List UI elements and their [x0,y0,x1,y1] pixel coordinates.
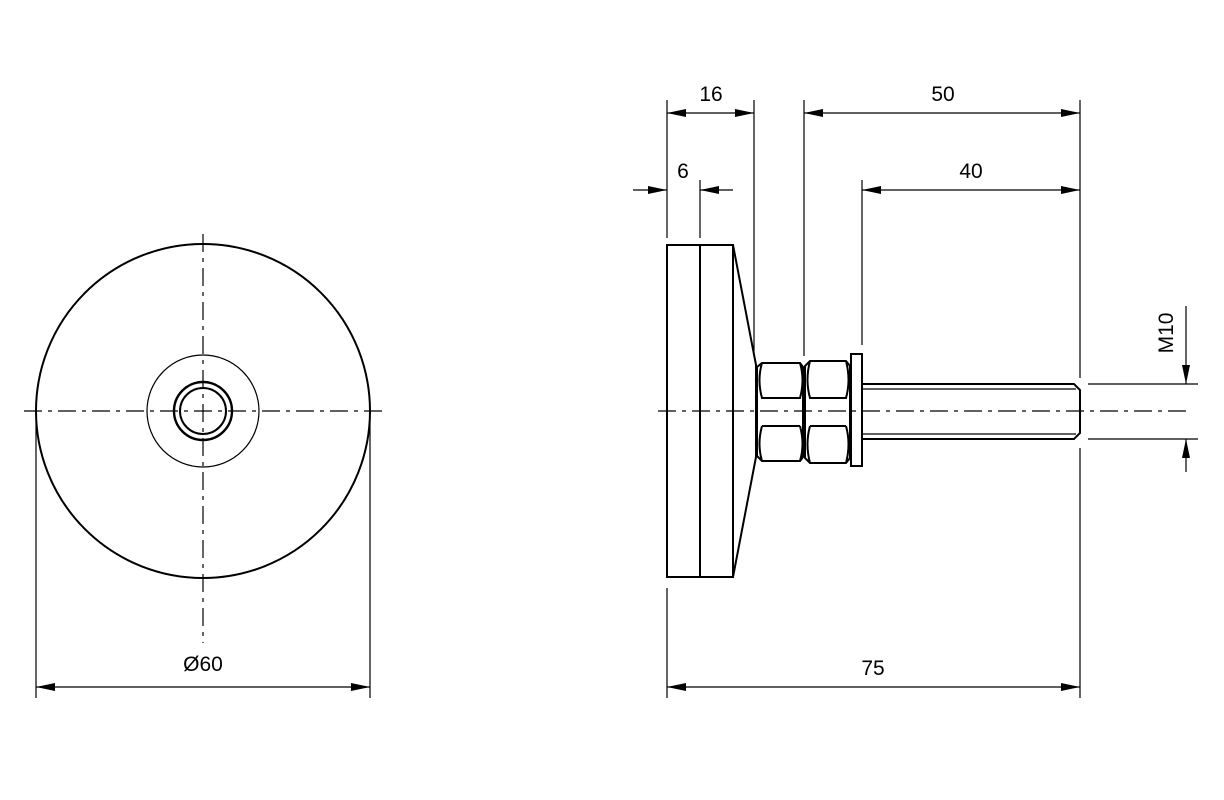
dimension-50: 50 [804,83,1080,117]
diameter-label: Ø60 [183,653,223,676]
washer [850,353,863,467]
dimension-m10: M10 [1088,306,1198,472]
hex-nut-1 [756,362,804,462]
dimension-50-label: 50 [931,83,954,106]
arrowhead [351,683,370,691]
dimension-40-label: 40 [959,160,982,183]
dimension-m10-label: M10 [1155,313,1178,354]
dimension-16-label: 16 [699,83,722,106]
dimension-16: 16 [667,83,754,117]
dimension-75-label: 75 [861,657,884,680]
diameter-dimension: Ø60 [35,421,371,698]
side-view [658,244,1190,578]
hex-nut-2 [804,360,851,464]
dimension-40: 40 [862,160,1080,194]
boss-circle [146,354,260,468]
dimension-6: 6 [633,160,733,194]
dimension-75: 75 [667,657,1080,691]
arrowhead [36,683,55,691]
dimension-6-label: 6 [677,160,689,183]
conical-body [732,244,757,578]
front-view [24,234,384,643]
